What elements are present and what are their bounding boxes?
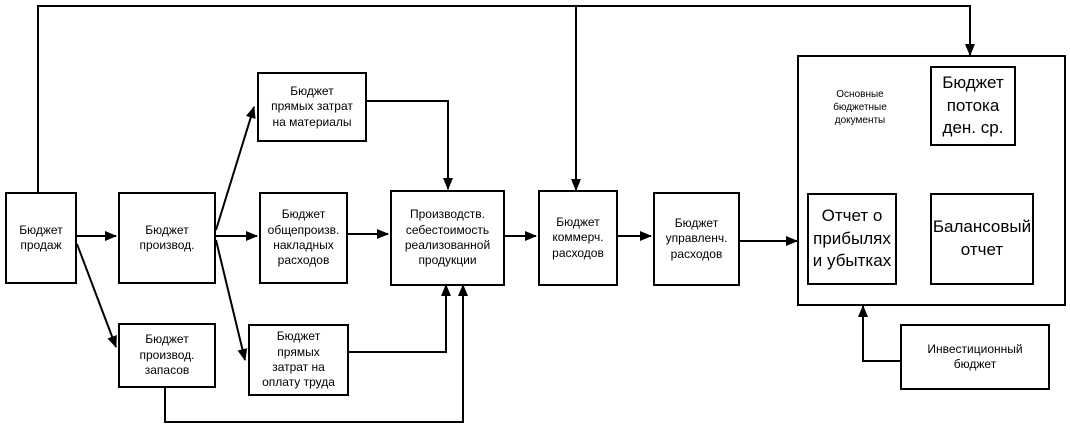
arrow-inventory-to-cogs	[164, 284, 468, 423]
income-statement-box: Отчет о прибылях и убытках	[807, 193, 897, 285]
arrow-labor-to-cogs	[349, 284, 451, 353]
arrow-production-to-labor	[215, 239, 248, 361]
inventory-budget-label: Бюджет производ. запасов	[139, 332, 195, 378]
arrow-sales-to-inventory	[76, 243, 117, 348]
balance-sheet-label: Балансовый отчет	[932, 217, 1032, 259]
production-budget-box: Бюджет производ.	[118, 192, 216, 284]
sales-budget-label: Бюджет продаж	[19, 222, 63, 252]
arrow-investment-to-group	[858, 305, 900, 362]
group-caption: Основные бюджетные документы	[833, 89, 887, 126]
cashflow-budget-label: Бюджет потока ден. ср.	[942, 72, 1004, 138]
investment-budget-label: Инвестиционный бюджет	[927, 341, 1023, 371]
arrow-sales-top-to-cashflow	[37, 5, 975, 193]
inventory-budget-box: Бюджет производ. запасов	[118, 323, 216, 388]
balance-sheet-box: Балансовый отчет	[930, 193, 1034, 285]
admin-budget-label: Бюджет управленч. расходов	[665, 215, 728, 261]
labor-budget-label: Бюджет прямых затрат на оплату труда	[262, 329, 335, 390]
overhead-budget-box: Бюджет общепроизв. накладных расходов	[259, 192, 348, 284]
materials-budget-label: Бюджет прямых затрат на материалы	[271, 83, 353, 129]
commercial-budget-box: Бюджет коммерч. расходов	[538, 190, 618, 286]
investment-budget-box: Инвестиционный бюджет	[900, 324, 1050, 390]
cogs-label: Производств. себестоимость реализованной…	[404, 207, 491, 268]
production-budget-label: Бюджет производ.	[139, 222, 195, 252]
overhead-budget-label: Бюджет общепроизв. накладных расходов	[267, 207, 340, 268]
sales-budget-box: Бюджет продаж	[5, 192, 77, 284]
commercial-budget-label: Бюджет коммерч. расходов	[552, 214, 604, 260]
materials-budget-box: Бюджет прямых затрат на материалы	[257, 72, 367, 142]
arrow-materials-to-cogs	[367, 100, 453, 190]
cogs-box: Производств. себестоимость реализованной…	[390, 190, 505, 286]
income-statement-label: Отчет о прибылях и убытках	[812, 205, 892, 271]
cashflow-budget-box: Бюджет потока ден. ср.	[930, 66, 1016, 146]
labor-budget-box: Бюджет прямых затрат на оплату труда	[248, 324, 349, 396]
arrow-production-to-materials	[215, 106, 256, 231]
admin-budget-box: Бюджет управленч. расходов	[653, 192, 740, 286]
